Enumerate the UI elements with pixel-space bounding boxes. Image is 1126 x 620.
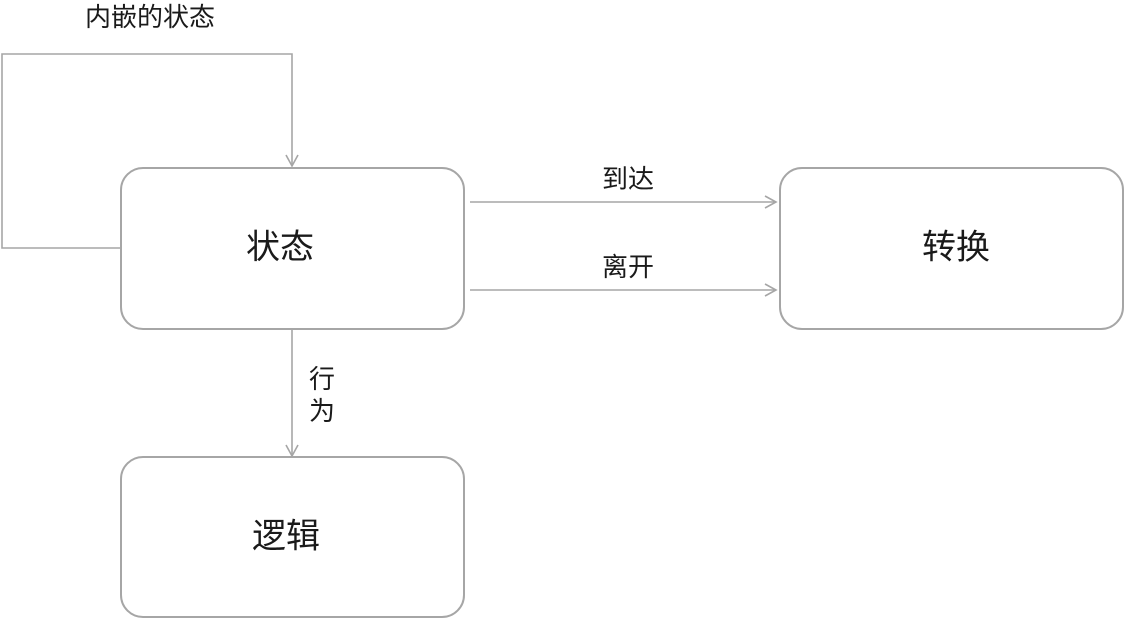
edge-arrive: 到达 bbox=[470, 165, 778, 209]
node-state-label: 状态 bbox=[246, 228, 314, 268]
behavior-label-line-2: 为 bbox=[309, 397, 335, 427]
behavior-label-line-1: 行 bbox=[309, 365, 335, 395]
arrive-label: 到达 bbox=[602, 165, 654, 195]
leave-label: 离开 bbox=[602, 253, 654, 283]
node-logic: 逻辑 bbox=[120, 456, 465, 618]
nested-state-loop-line bbox=[1, 53, 299, 249]
edge-leave: 离开 bbox=[470, 253, 778, 297]
nested-state-label: 内嵌的状态 bbox=[85, 3, 215, 33]
edge-behavior: 行 为 bbox=[285, 330, 335, 458]
node-transition: 转换 bbox=[779, 167, 1124, 330]
node-logic-label: 逻辑 bbox=[252, 517, 320, 557]
node-state: 状态 bbox=[120, 167, 465, 330]
edge-nested-state: 内嵌的状态 bbox=[1, 3, 299, 249]
node-transition-label: 转换 bbox=[922, 228, 990, 268]
